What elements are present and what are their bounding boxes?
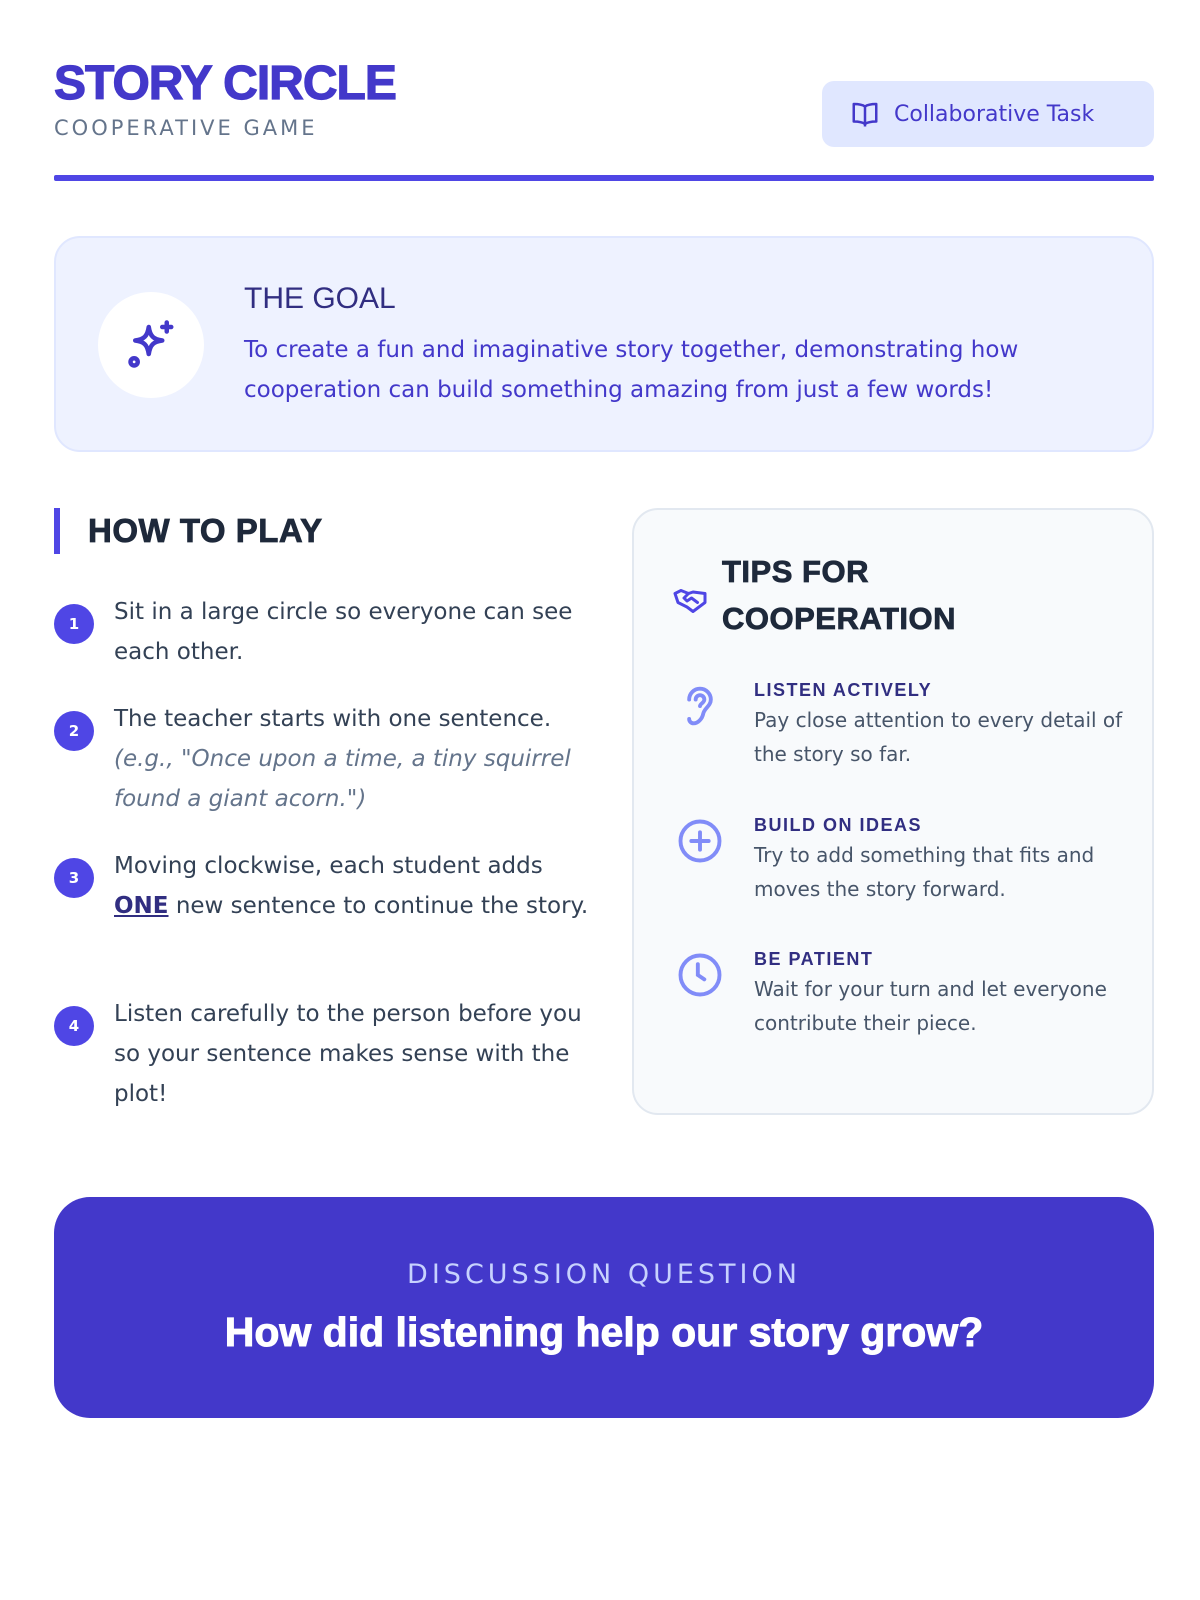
step-number: 3 <box>54 858 94 898</box>
tip-title: BE PATIENT <box>754 949 874 969</box>
badge-label: Collaborative Task <box>894 101 1095 127</box>
page-subtitle: COOPERATIVE GAME <box>54 116 318 140</box>
step-item: 4 Listen carefully to the person before … <box>54 994 594 1114</box>
step-item: 1 Sit in a large circle so everyone can … <box>54 592 594 672</box>
goal-card: THE GOAL To create a fun and imaginative… <box>54 236 1154 452</box>
step-text: Moving clockwise, each student adds <box>114 853 543 879</box>
step-text: new sentence to continue the story. <box>168 893 589 919</box>
handshake-icon <box>673 589 707 613</box>
tip-item: LISTEN ACTIVELY Pay close attention to e… <box>674 680 1134 771</box>
discussion-label: DISCUSSION QUESTION <box>407 1259 801 1290</box>
discussion-card: DISCUSSION QUESTION How did listening he… <box>54 1197 1154 1418</box>
step-text: Listen carefully to the person before yo… <box>114 1001 582 1107</box>
step-text: The teacher starts with one sentence. <box>114 706 552 732</box>
tip-item: BUILD ON IDEAS Try to add something that… <box>674 815 1134 906</box>
book-open-icon <box>852 102 878 127</box>
tip-title: LISTEN ACTIVELY <box>754 680 933 700</box>
goal-title: THE GOAL <box>244 282 396 315</box>
plus-circle-icon <box>678 819 722 863</box>
tip-title: BUILD ON IDEAS <box>754 815 923 835</box>
tip-item: BE PATIENT Wait for your turn and let ev… <box>674 949 1134 1040</box>
step-item: 2 The teacher starts with one sentence. (… <box>54 699 594 819</box>
discussion-question: How did listening help our story grow? <box>224 1309 984 1356</box>
page-title: STORY CIRCLE <box>53 56 397 110</box>
ear-icon <box>687 686 713 726</box>
sparkle-icon <box>98 292 204 398</box>
tip-text: Try to add something that fits and moves… <box>754 843 1095 901</box>
goal-text: To create a fun and imaginative story to… <box>244 337 1019 403</box>
collaborative-task-badge: Collaborative Task <box>822 81 1154 147</box>
tips-title-line1: TIPS FOR <box>722 554 869 590</box>
header-divider <box>54 175 1154 181</box>
step-number: 1 <box>54 604 94 644</box>
step-number: 2 <box>54 711 94 751</box>
step-item: 3 Moving clockwise, each student adds ON… <box>54 846 594 926</box>
clock-icon <box>678 953 722 997</box>
tips-title-line2: COOPERATION <box>722 601 956 637</box>
step-number: 4 <box>54 1006 94 1046</box>
tips-card: TIPS FOR COOPERATION LISTEN ACTIVELY Pay … <box>632 508 1154 1115</box>
how-to-play-heading: HOW TO PLAY <box>54 508 323 554</box>
tip-text: Pay close attention to every detail of t… <box>754 708 1123 766</box>
step-text: Sit in a large circle so everyone can se… <box>114 599 573 665</box>
step-emphasis: ONE <box>114 893 169 919</box>
step-example: (e.g., "Once upon a time, a tiny squirre… <box>114 746 571 812</box>
tip-text: Wait for your turn and let everyone cont… <box>754 977 1107 1035</box>
